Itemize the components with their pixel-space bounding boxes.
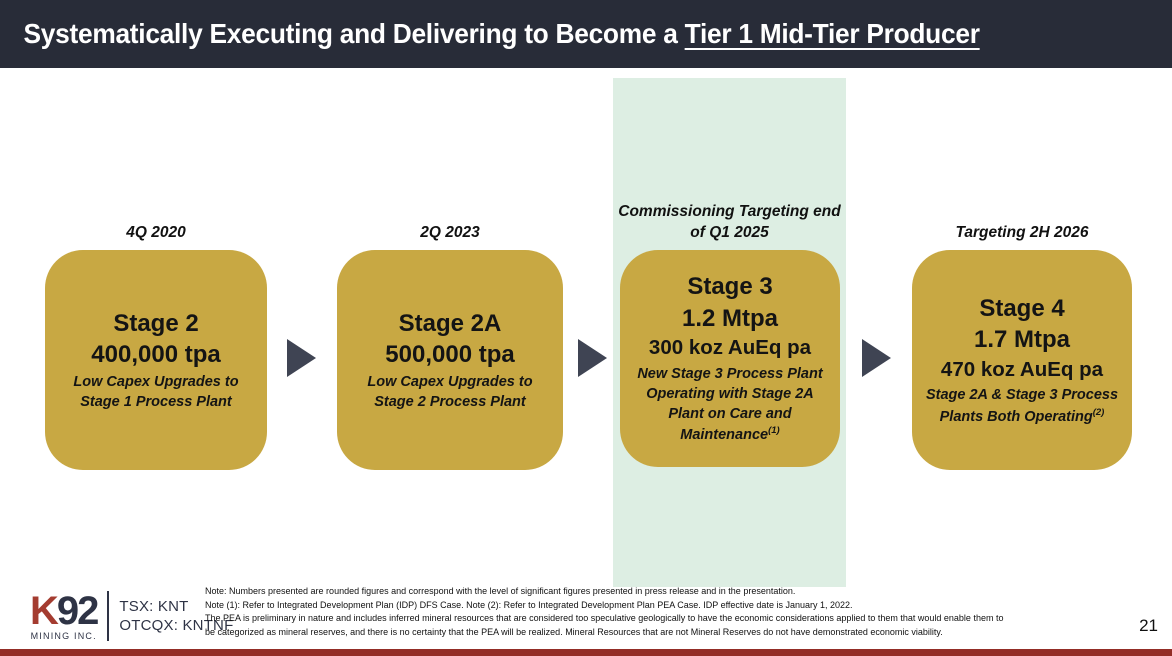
stage-title: Stage 2 xyxy=(113,309,199,337)
footnotes: Note: Numbers presented are rounded figu… xyxy=(205,585,1150,639)
timeline-label-stage2a: 2Q 2023 xyxy=(420,224,480,242)
stage-capacity: 400,000 tpa xyxy=(91,340,221,368)
footnote-line: Note: Numbers presented are rounded figu… xyxy=(205,586,796,596)
bottom-accent-bar xyxy=(0,649,1172,656)
stage-capacity: 1.2 Mtpa xyxy=(681,304,779,332)
timeline-label-stage2: 4Q 2020 xyxy=(126,224,186,242)
ticker-otcqx: OTCQX: KNTNF xyxy=(119,617,234,634)
stage-box-stage2: Stage 2 400,000 tpa Low Capex Upgrades t… xyxy=(45,250,267,470)
logo-divider xyxy=(107,591,110,641)
slide-header: Systematically Executing and Delivering … xyxy=(0,0,1172,68)
stage-capacity: 1.7 Mtpa xyxy=(973,326,1071,354)
logo-subtitle: MINING INC. xyxy=(30,630,97,641)
footnote-line: The PEA is preliminary in nature and inc… xyxy=(205,613,1004,623)
k92-logo-text: K92 xyxy=(30,588,99,633)
stage-title: Stage 2A xyxy=(398,309,502,337)
ticker-tsx: TSX: KNT xyxy=(119,598,189,615)
stage-capacity: 500,000 tpa xyxy=(385,340,515,368)
k92-logo: K92 MINING INC. xyxy=(30,588,99,641)
note-reference: (1) xyxy=(768,425,780,437)
note-reference: (2) xyxy=(1092,406,1105,418)
stage-production: 300 koz AuEq pa xyxy=(648,335,812,359)
arrow-right-icon xyxy=(862,339,891,377)
arrow-right-icon xyxy=(287,339,316,377)
stage-box-stage2a: Stage 2A 500,000 tpa Low Capex Upgrades … xyxy=(337,250,563,470)
stage-title: Stage 4 xyxy=(979,295,1065,323)
stage-title: Stage 3 xyxy=(687,273,773,301)
stage-production: 470 koz AuEq pa xyxy=(940,357,1104,381)
company-logo-block: K92 MINING INC. TSX: KNT OTCQX: KNTNF xyxy=(30,586,233,646)
stage-box-stage4: Stage 4 1.7 Mtpa 470 koz AuEq pa Stage 2… xyxy=(912,250,1132,470)
stage-box-stage3: Stage 3 1.2 Mtpa 300 koz AuEq pa New Sta… xyxy=(620,250,840,467)
footnote-line: Note (1): Refer to Integrated Developmen… xyxy=(205,599,853,610)
stage-description: Stage 2A & Stage 3 Process Plants Both O… xyxy=(925,387,1119,425)
stock-tickers: TSX: KNT OTCQX: KNTNF xyxy=(119,598,233,634)
slide-title-emphasis: Tier 1 Mid-Tier Producer xyxy=(684,18,980,49)
stage-description: Low Capex Upgrades to Stage 2 Process Pl… xyxy=(367,373,533,411)
page-number: 21 xyxy=(1139,616,1158,635)
footnote-line: be categorized as mineral reserves, and … xyxy=(205,626,943,637)
arrow-right-icon xyxy=(578,339,607,377)
stage-description: New Stage 3 Process Plant Operating with… xyxy=(637,365,823,444)
slide-title: Systematically Executing and Delivering … xyxy=(0,18,980,50)
timeline-label-stage3: Commissioning Targeting end of Q1 2025 xyxy=(618,203,841,242)
slide-title-prefix: Systematically Executing and Delivering … xyxy=(23,18,685,49)
stage-description: Low Capex Upgrades to Stage 1 Process Pl… xyxy=(73,373,239,411)
timeline-label-stage4: Targeting 2H 2026 xyxy=(955,224,1089,242)
